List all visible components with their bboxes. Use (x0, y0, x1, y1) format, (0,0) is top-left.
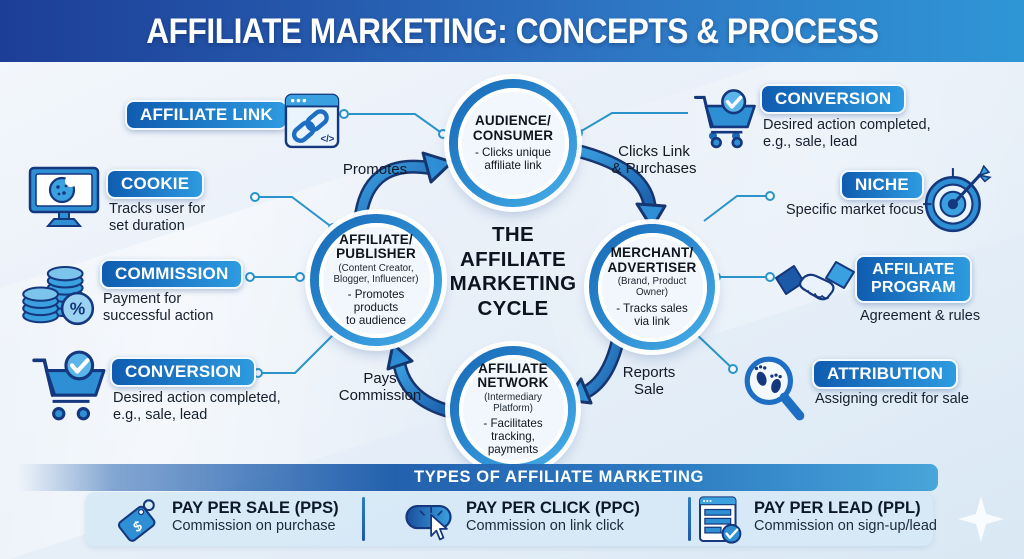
types-separator (688, 497, 691, 541)
browser-link-icon: </> (284, 86, 340, 150)
type-item-pps: PAY PER SALE (PPS) Commission on purchas… (172, 499, 339, 535)
arrow-label-pays-commission: Pays Commission (338, 370, 422, 404)
node-detail: - Promotes products to audience (346, 288, 406, 328)
magnifier-footprints-icon (740, 352, 810, 424)
term-badge-conversion-right: CONVERSION (760, 84, 907, 114)
term-badge-affiliate-program: AFFILIATE PROGRAM (855, 255, 972, 303)
cycle-node-network-inner: AFFILIATE NETWORK (Intermediary Platform… (458, 354, 568, 464)
form-check-icon (696, 495, 746, 545)
term-desc-conversion-right: Desired action completed, e.g., sale, le… (763, 117, 931, 150)
svg-text:</>: </> (320, 134, 334, 145)
types-row-background (85, 492, 933, 546)
types-section-bar: TYPES OF AFFILIATE MARKETING (0, 464, 938, 491)
node-detail: - Clicks unique affiliate link (474, 146, 552, 173)
header-banner: AFFILIATE MARKETING: CONCEPTS & PROCESS (0, 0, 1024, 62)
arrow-label-promotes: Promotes (342, 161, 408, 178)
handshake-icon (774, 256, 856, 316)
node-title: AFFILIATE NETWORK (477, 360, 549, 391)
monitor-cookie-icon (28, 166, 100, 230)
coins-percent-icon: % (14, 250, 100, 328)
click-button-icon (402, 499, 462, 543)
node-subtitle: (Brand, Product Owner) (617, 276, 687, 299)
target-dart-icon (920, 165, 992, 237)
term-desc-niche: Specific market focus (786, 202, 924, 218)
sparkle-decoration (958, 496, 1004, 542)
type-desc-pps: Commission on purchase (172, 517, 336, 534)
type-title-ppc: PAY PER CLICK (PPC) (466, 499, 640, 517)
node-detail: - Facilitates tracking, payments (483, 417, 543, 457)
cart-check-icon (692, 85, 758, 155)
cycle-node-audience-consumer: AUDIENCE/ CONSUMER - Clicks unique affil… (449, 79, 577, 207)
types-section-title: TYPES OF AFFILIATE MARKETING (414, 468, 704, 486)
term-badge-conversion-left: CONVERSION (110, 357, 257, 387)
cycle-center-title: THE AFFILIATE MARKETING CYCLE (449, 223, 577, 320)
price-tag-icon: $ (112, 497, 166, 543)
arrow-label-clicks-link: Clicks Link & Purchases (611, 143, 697, 177)
type-title-ppl: PAY PER LEAD (PPL) (754, 499, 921, 517)
term-desc-conversion-left: Desired action completed, e.g., sale, le… (113, 390, 281, 423)
node-detail: - Tracks sales via link (616, 301, 688, 328)
cycle-node-publisher-inner: AFFILIATE/ PUBLISHER (Content Creator, B… (318, 222, 434, 338)
term-badge-commission: COMMISSION (100, 259, 244, 289)
type-item-ppc: PAY PER CLICK (PPC) Commission on link c… (466, 499, 640, 535)
cart-check-icon (30, 350, 108, 424)
node-title: MERCHANT/ ADVERTISER (607, 245, 697, 275)
term-desc-cookie: Tracks user for set duration (109, 201, 206, 234)
cycle-node-merchant-inner: MERCHANT/ ADVERTISER (Brand, Product Own… (597, 232, 707, 342)
page-title: AFFILIATE MARKETING: CONCEPTS & PROCESS (145, 10, 879, 51)
term-badge-affiliate-link: AFFILIATE LINK (125, 100, 288, 130)
node-subtitle: (Intermediary Platform) (484, 391, 542, 414)
cycle-node-affiliate-network: AFFILIATE NETWORK (Intermediary Platform… (450, 346, 576, 472)
type-desc-ppc: Commission on link click (466, 517, 624, 534)
cycle-node-merchant-advertiser: MERCHANT/ ADVERTISER (Brand, Product Own… (589, 224, 715, 350)
node-subtitle: (Content Creator, Blogger, Influencer) (333, 262, 419, 285)
term-desc-commission: Payment for successful action (103, 291, 214, 324)
types-separator (362, 497, 365, 541)
cycle-node-affiliate-publisher: AFFILIATE/ PUBLISHER (Content Creator, B… (310, 214, 442, 346)
term-desc-affiliate-program: Agreement & rules (860, 308, 981, 324)
term-desc-attribution: Assigning credit for sale (815, 391, 969, 407)
svg-text:%: % (70, 299, 85, 319)
term-badge-niche: NICHE (840, 170, 924, 200)
term-badge-cookie: COOKIE (106, 169, 205, 199)
node-title: AUDIENCE/ CONSUMER (472, 112, 554, 143)
type-title-pps: PAY PER SALE (PPS) (172, 499, 339, 517)
type-desc-ppl: Commission on sign-up/lead (754, 517, 937, 534)
term-badge-attribution: ATTRIBUTION (812, 359, 959, 389)
node-title: AFFILIATE/ PUBLISHER (336, 231, 416, 262)
cycle-node-audience-inner: AUDIENCE/ CONSUMER - Clicks unique affil… (457, 87, 569, 199)
arrow-label-reports-sale: Reports Sale (622, 364, 676, 398)
type-item-ppl: PAY PER LEAD (PPL) Commission on sign-up… (754, 499, 937, 535)
